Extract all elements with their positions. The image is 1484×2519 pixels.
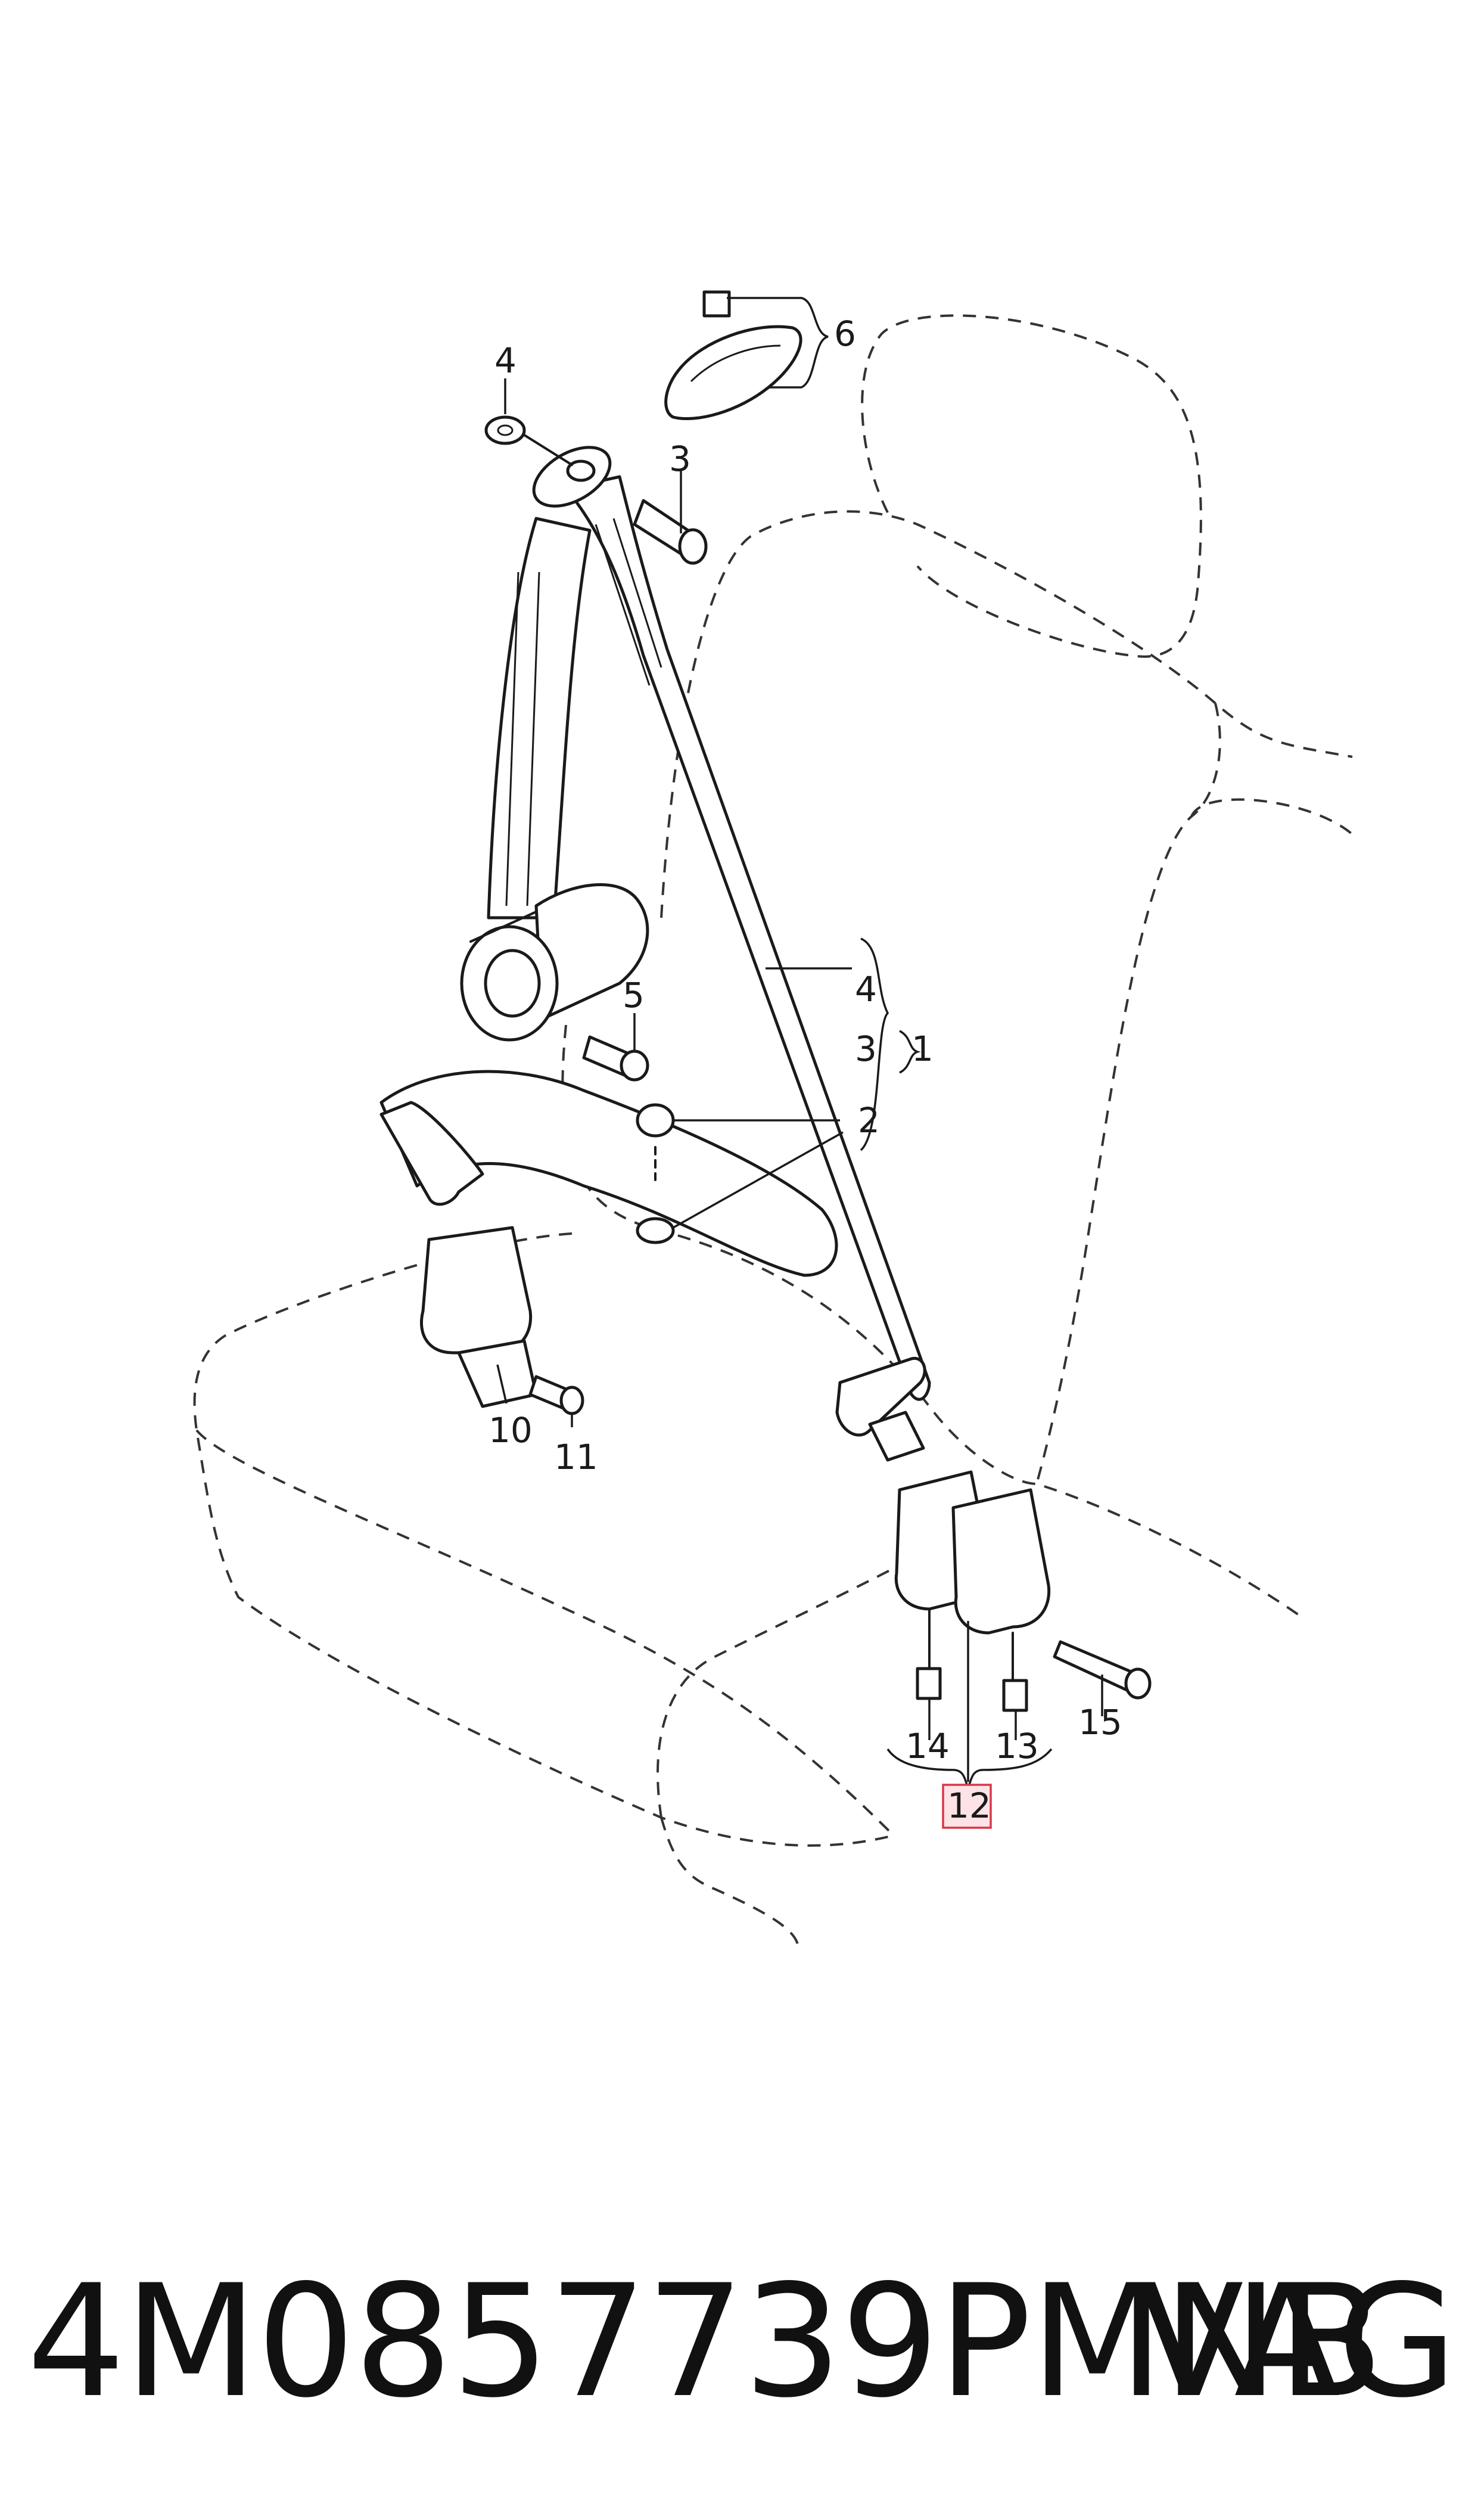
washer-4-hole xyxy=(497,424,514,436)
bolt-11-head xyxy=(559,1386,584,1415)
cushion-bottom-outline xyxy=(660,1817,799,1949)
bolt-15-head xyxy=(1124,1667,1152,1700)
footer: 4M0857739PMNB VAG xyxy=(0,2253,1484,2431)
callout-15: 15 xyxy=(1078,1702,1122,1743)
retractor-spool xyxy=(484,949,541,1018)
callout-12-highlight xyxy=(942,1784,992,1829)
buckle-right xyxy=(951,1488,1051,1635)
brand-label: VAG xyxy=(1138,2252,1457,2432)
trim-plug-2 xyxy=(636,1103,675,1244)
callout-11: 11 xyxy=(554,1437,598,1477)
upper-guide xyxy=(484,415,708,565)
shoulder-tongue xyxy=(835,1356,926,1437)
callout-13: 13 xyxy=(995,1726,1039,1766)
outer-buckle-assembly xyxy=(379,1101,584,1415)
connector-14 xyxy=(916,1667,942,1700)
seat-outline xyxy=(193,314,1354,1949)
callout-12: 12 xyxy=(947,1785,991,1826)
cushion-front-outline xyxy=(195,1429,895,1837)
belt-webbing xyxy=(379,475,931,1401)
tongue-plate xyxy=(868,1411,925,1462)
lap-buckle xyxy=(419,1226,533,1355)
callouts: 4 3 6 5 4 3 1 2 10 11 14 13 15 12 xyxy=(489,313,1122,1829)
cushion-outline xyxy=(193,1232,894,1847)
callout-1: 1 xyxy=(911,1029,934,1069)
cushion-right-outline xyxy=(657,1548,930,1818)
retractor xyxy=(460,883,649,1082)
lap-tongue xyxy=(379,1101,484,1206)
headrest-outline xyxy=(861,314,1202,658)
callout-10: 10 xyxy=(489,1410,533,1450)
washer-4 xyxy=(484,415,526,445)
cover-part-6 xyxy=(664,290,802,420)
seatback-outline xyxy=(1035,703,1221,1484)
seatback-right-outline xyxy=(1190,798,1354,835)
plug-grommet xyxy=(636,1217,675,1244)
inner-buckle-assembly xyxy=(835,1356,1152,1712)
webbing-lap xyxy=(379,1070,838,1277)
seatback-upper-outline xyxy=(660,510,1353,918)
callout-3-top: 3 xyxy=(669,439,691,479)
bolt-3-head xyxy=(678,528,708,565)
guide-hole xyxy=(566,459,596,482)
callout-2: 2 xyxy=(858,1100,880,1141)
callout-5: 5 xyxy=(623,975,645,1015)
connector-13 xyxy=(1002,1679,1028,1712)
axis-line xyxy=(523,434,573,466)
callout-14: 14 xyxy=(906,1726,950,1766)
part-number: 4M0857739PMNB xyxy=(27,2252,1384,2432)
callout-4-top: 4 xyxy=(494,340,517,381)
callout-3-group: 3 xyxy=(855,1029,877,1069)
callout-6: 6 xyxy=(834,313,856,354)
lap-buckle-bracket xyxy=(457,1339,538,1408)
cover-trim xyxy=(664,325,802,420)
clip xyxy=(702,290,731,318)
callout-4-group: 4 xyxy=(855,969,877,1010)
retractor-drum xyxy=(534,883,649,1021)
plug-cap xyxy=(636,1103,675,1138)
bolt-5-head xyxy=(620,1049,649,1082)
